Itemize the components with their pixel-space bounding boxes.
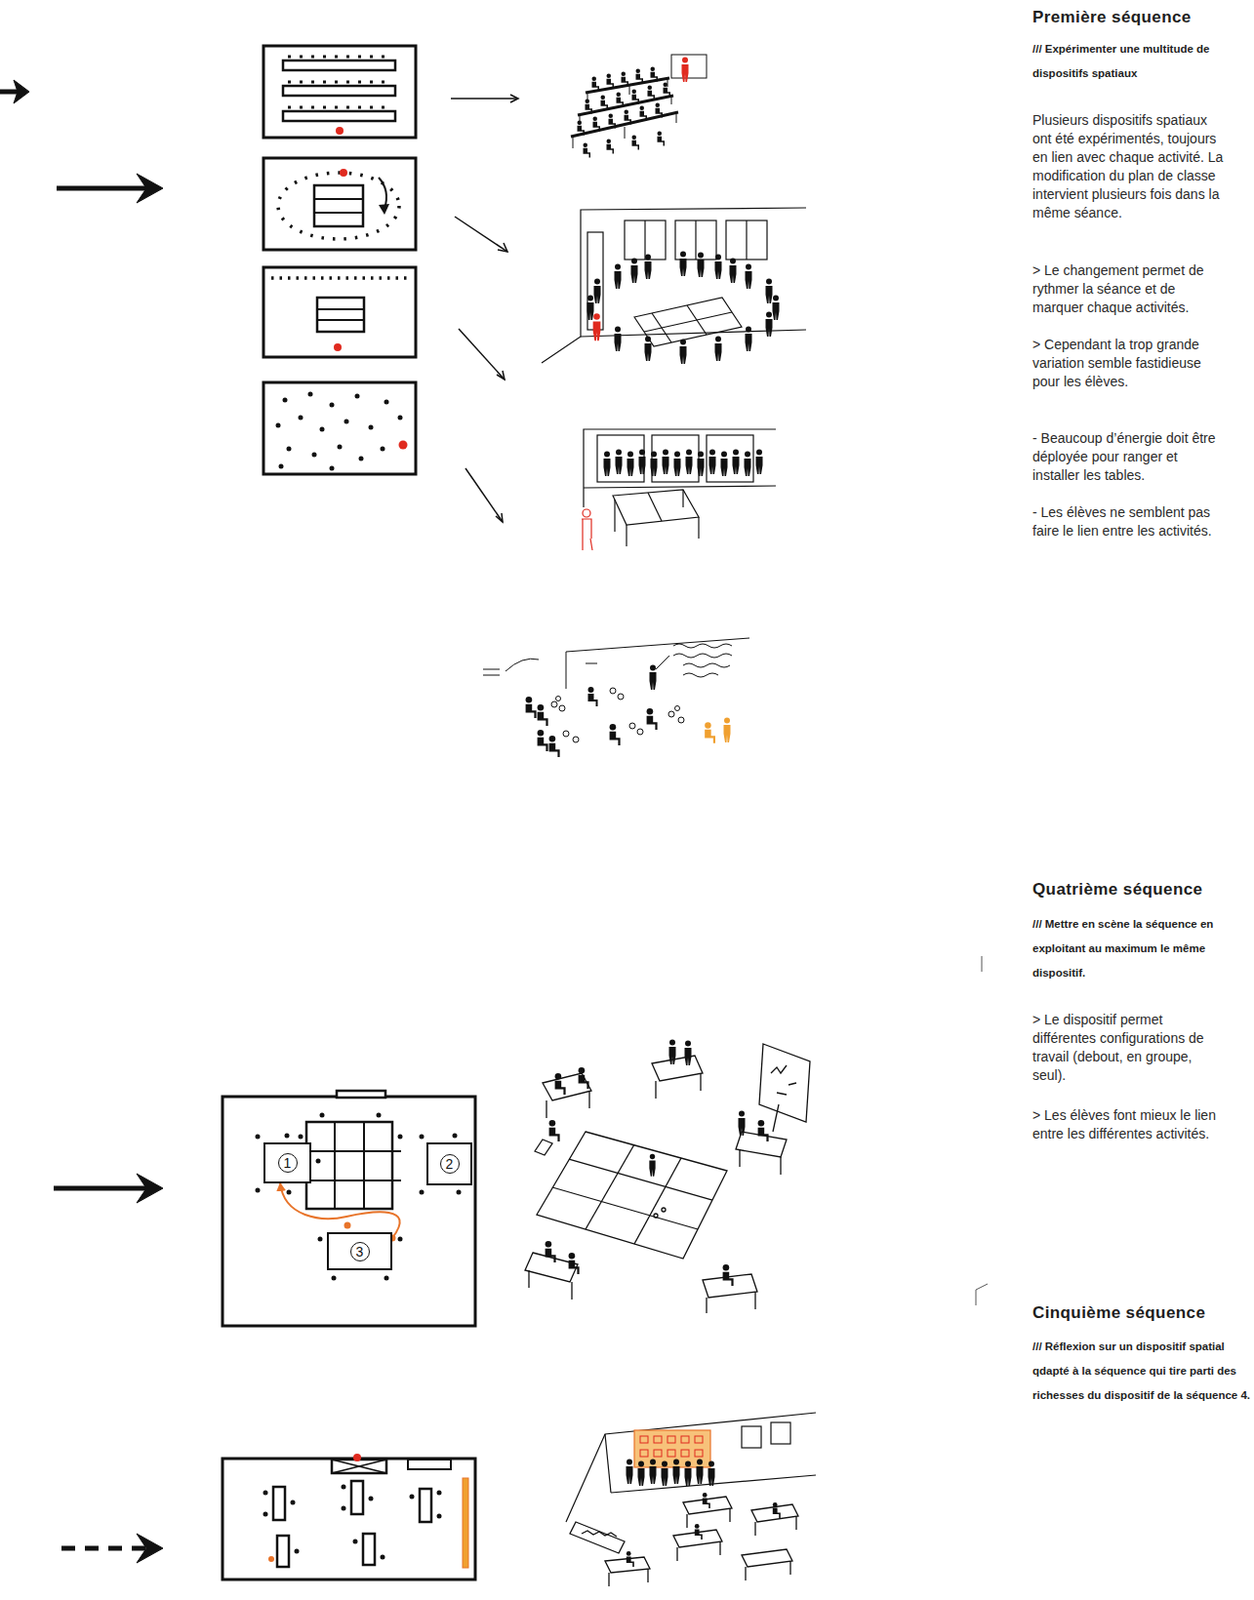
classroom-sketch bbox=[570, 54, 707, 159]
classroom-plan bbox=[222, 1091, 476, 1327]
section-subtitle: /// Mettre en scène la séquence en explo… bbox=[1032, 912, 1253, 986]
note-text: > Le changement permet de rythmer la séa… bbox=[1032, 261, 1224, 318]
note-text: - Les élèves ne semblent pas faire le li… bbox=[1032, 503, 1224, 541]
note-text: Plusieurs dispositifs spatiaux ont été e… bbox=[1032, 111, 1224, 223]
section-heading: Quatrième séquence bbox=[1032, 880, 1253, 900]
note-text: > Les élèves font mieux le lien entre le… bbox=[1032, 1106, 1224, 1144]
pointer-arrow bbox=[450, 94, 519, 523]
classroom-sketch bbox=[525, 1040, 810, 1315]
classroom-plan bbox=[263, 267, 416, 358]
path-arrow bbox=[280, 1183, 401, 1239]
classroom-sketch bbox=[483, 638, 750, 758]
classroom-sketch bbox=[541, 207, 807, 365]
note-text: > Cependant la trop grande variation sem… bbox=[1032, 335, 1224, 392]
classroom-plan bbox=[222, 1454, 476, 1580]
callout-number: 1 bbox=[278, 1153, 298, 1174]
classroom-plan bbox=[263, 45, 416, 138]
section-subtitle: /// Réflexion sur un dispositif spatial … bbox=[1032, 1334, 1253, 1409]
note-text: > Le dispositif permet différentes confi… bbox=[1032, 1011, 1224, 1086]
table-box: 2 bbox=[426, 1142, 473, 1186]
table-box: 1 bbox=[263, 1142, 312, 1184]
callout-number: 3 bbox=[350, 1242, 370, 1262]
sequence-arrow bbox=[0, 80, 163, 1564]
section-heading: Première séquence bbox=[1032, 7, 1253, 28]
note-text: - Beaucoup d’énergie doit être déployée … bbox=[1032, 429, 1224, 486]
classroom-plan bbox=[263, 158, 416, 250]
callout-number: 2 bbox=[440, 1154, 460, 1174]
classroom-plan bbox=[263, 382, 416, 475]
classroom-sketch bbox=[566, 1413, 816, 1587]
classroom-sketch bbox=[581, 429, 776, 551]
table-box: 3 bbox=[326, 1232, 393, 1271]
margin-mark bbox=[975, 956, 988, 1306]
section-subtitle: /// Expérimenter une multitude de dispos… bbox=[1032, 37, 1253, 86]
section-heading: Cinquième séquence bbox=[1032, 1303, 1253, 1324]
